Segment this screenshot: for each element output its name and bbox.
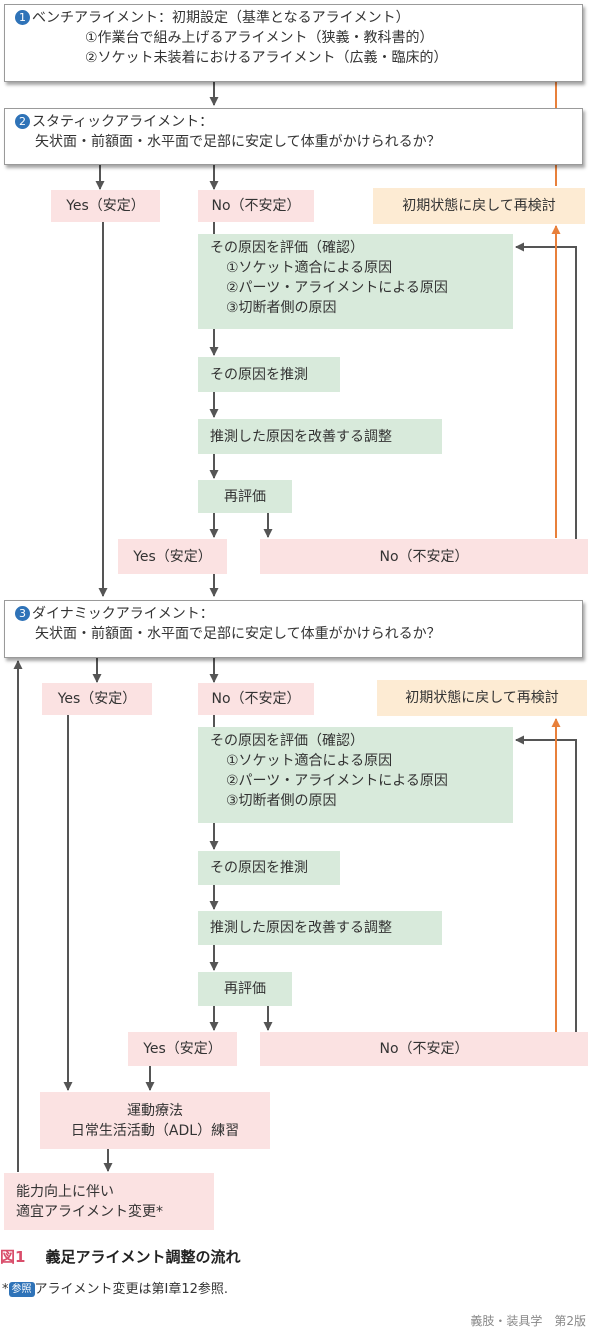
ability-line-1: 能力向上に伴い	[16, 1183, 114, 1200]
dynamic-retry-box: 初期状態に戻して再検討	[377, 680, 587, 716]
dynamic-evaluate-title: その原因を評価（確認）	[210, 733, 364, 749]
ability-box: 能力向上に伴い 適宜アライメント変更*	[4, 1173, 214, 1230]
dynamic-reevaluate-box: 再評価	[198, 972, 292, 1006]
arrow-dynamic-no-loop	[515, 735, 577, 1032]
figure-label: 図1	[0, 1248, 26, 1266]
static-no2-box: No（不安定）	[260, 539, 588, 574]
book-credit: 義肢・装具学 第2版	[470, 1314, 586, 1328]
therapy-line-1: 運動療法	[127, 1102, 183, 1119]
dynamic-yes-box: Yes（安定）	[42, 683, 152, 715]
dynamic-adjust-box: 推測した原因を改善する調整	[198, 911, 442, 945]
footnote: *参照アライメント変更は第Ⅰ章12参照.	[2, 1278, 228, 1297]
ability-line-2: 適宜アライメント変更*	[16, 1203, 163, 1220]
footnote-star: *	[2, 1282, 9, 1297]
static-cause-2: ②パーツ・アライメントによる原因	[226, 280, 448, 296]
dynamic-cause-1: ①ソケット適合による原因	[226, 753, 393, 769]
dynamic-cause-3: ③切断者側の原因	[226, 793, 337, 809]
static-cause-3: ③切断者側の原因	[226, 300, 337, 316]
dynamic-guess-box: その原因を推測	[198, 851, 340, 885]
static-yes-box: Yes（安定）	[51, 190, 160, 222]
static-adjust-box: 推測した原因を改善する調整	[198, 419, 442, 454]
reference-badge: 参照	[8, 1282, 35, 1297]
therapy-line-2: 日常生活活動（ADL）練習	[70, 1122, 240, 1139]
dynamic-question: 矢状面・前額面・水平面で足部に安定して体重がかけられるか？	[35, 626, 441, 642]
step-number-badge: 1	[15, 10, 30, 25]
static-no-box: No（不安定）	[198, 190, 314, 222]
dynamic-cause-2: ②パーツ・アライメントによる原因	[226, 773, 448, 789]
static-retry-box: 初期状態に戻して再検討	[373, 188, 585, 224]
arrow-static-no-loop	[515, 242, 577, 540]
dynamic-title: ダイナミックアライメント：	[32, 606, 214, 622]
static-evaluate-box: その原因を評価（確認） ①ソケット適合による原因 ②パーツ・アライメントによる原…	[198, 234, 513, 329]
static-title: スタティックアライメント：	[32, 114, 214, 130]
bench-title: ベンチアライメント：初期設定（基準となるアライメント）	[32, 10, 410, 26]
figure-caption: 図1 義足アライメント調整の流れ	[0, 1246, 240, 1267]
step-number-badge: 2	[15, 114, 30, 129]
footnote-text: アライメント変更は第Ⅰ章12参照.	[34, 1282, 229, 1297]
step-number-badge: 3	[15, 606, 30, 621]
dynamic-evaluate-box: その原因を評価（確認） ①ソケット適合による原因 ②パーツ・アライメントによる原…	[198, 727, 513, 823]
static-cause-1: ①ソケット適合による原因	[226, 260, 393, 276]
static-reevaluate-box: 再評価	[198, 480, 292, 513]
static-question: 矢状面・前額面・水平面で足部に安定して体重がかけられるか？	[35, 134, 441, 150]
dynamic-yes2-box: Yes（安定）	[128, 1032, 237, 1066]
therapy-box: 運動療法 日常生活活動（ADL）練習	[40, 1092, 270, 1149]
static-yes2-box: Yes（安定）	[118, 539, 227, 574]
dynamic-no2-box: No（不安定）	[260, 1032, 588, 1066]
bench-item-2: ②ソケット未装着におけるアライメント（広義・臨床的）	[85, 50, 448, 66]
static-guess-box: その原因を推測	[198, 357, 340, 392]
bench-item-1: ①作業台で組み上げるアライメント（狭義・教科書的）	[85, 30, 434, 46]
dynamic-no-box: No（不安定）	[198, 683, 314, 715]
figure-title: 義足アライメント調整の流れ	[45, 1248, 241, 1266]
static-evaluate-title: その原因を評価（確認）	[210, 240, 364, 256]
